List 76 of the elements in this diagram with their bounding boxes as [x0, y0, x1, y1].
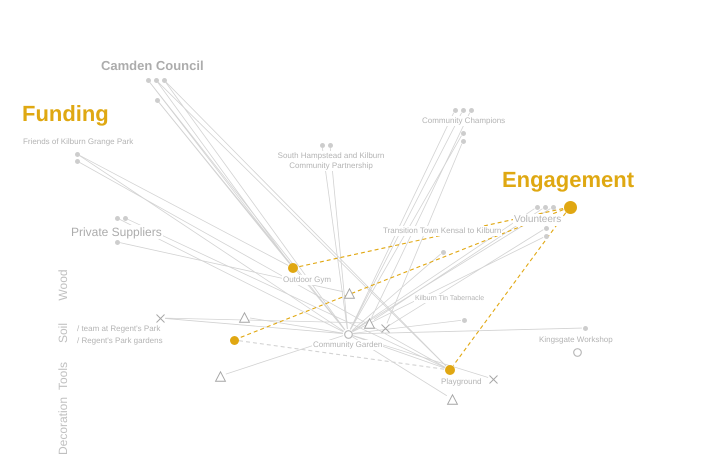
triangle-marker	[344, 288, 354, 298]
highlight-dot	[564, 200, 576, 214]
category-label: Wood	[56, 269, 70, 301]
dot-marker	[468, 108, 474, 112]
connector-line	[330, 148, 348, 330]
section-heading: Engagement	[502, 167, 634, 193]
highlight-dot	[230, 336, 238, 344]
organisation-name: Friends of Kilburn Grange Park	[22, 137, 134, 147]
organisation-name: Community Champions	[421, 116, 506, 126]
connector-line	[352, 320, 462, 334]
category-label: Soil	[56, 323, 70, 343]
dot-marker	[320, 142, 324, 148]
connector-line	[352, 236, 544, 332]
dashed-connector	[452, 212, 566, 366]
connector-line	[164, 318, 344, 334]
dot-marker	[452, 108, 458, 112]
cross-marker	[380, 324, 390, 332]
connector-line	[79, 162, 446, 368]
site-name: Outdoor Gym	[282, 275, 332, 285]
triangle-marker	[238, 312, 250, 322]
dot-marker	[122, 216, 128, 220]
dot-marker	[328, 142, 332, 148]
highlight-dot	[445, 365, 455, 375]
dot-marker	[162, 78, 166, 82]
site-name: Community Garden	[312, 340, 384, 350]
dot-marker	[146, 78, 150, 82]
dashed-connector	[238, 209, 564, 339]
ring-marker	[572, 348, 582, 356]
connector-line	[352, 328, 582, 334]
dot-marker	[114, 216, 120, 220]
dot-marker	[74, 152, 80, 156]
dot-marker	[460, 108, 466, 112]
triangle-marker	[214, 370, 226, 382]
organisation-name: Transition Town Kensal to Kilburn	[382, 226, 502, 236]
dot-marker	[154, 78, 158, 82]
connector-line	[127, 218, 446, 368]
connector-line	[374, 208, 543, 320]
dot-marker	[460, 130, 466, 136]
dot-marker	[440, 250, 446, 254]
organisation-name: Volunteers	[513, 214, 562, 226]
dot-marker	[550, 204, 556, 210]
connector-line	[352, 335, 489, 378]
triangle-marker	[364, 318, 374, 328]
category-label: Tools	[56, 362, 70, 390]
triangle-marker	[446, 394, 458, 404]
supplier-item: / Regent's Park gardens	[77, 336, 163, 346]
dot-marker	[542, 204, 548, 210]
ring-marker	[344, 330, 352, 338]
dot-marker	[154, 98, 160, 102]
connector-line	[322, 148, 348, 330]
connector-line	[386, 143, 462, 324]
dot-marker	[460, 138, 466, 144]
connector-line	[351, 254, 442, 332]
connector-line	[371, 112, 470, 318]
dot-marker	[534, 204, 540, 210]
supplier-item: / team at Regent's Park	[77, 324, 160, 334]
connector-line	[250, 318, 344, 334]
category-label: Decoration	[56, 396, 70, 456]
connector-line	[79, 155, 288, 266]
cross-marker	[156, 314, 164, 322]
dot-marker	[582, 326, 588, 330]
dashed-connector	[238, 340, 445, 370]
connector-line	[164, 318, 364, 324]
dot-marker	[74, 158, 80, 164]
dot-marker	[544, 234, 548, 238]
highlight-dot	[288, 263, 298, 273]
dot-marker	[544, 226, 548, 230]
dot-marker	[114, 240, 120, 244]
organisation-name: Private Suppliers	[70, 225, 163, 239]
dot-marker	[462, 318, 466, 322]
cross-marker	[488, 374, 498, 384]
section-heading: Funding	[22, 101, 109, 127]
organisation-name: Kingsgate Workshop	[538, 335, 614, 345]
connector-line	[79, 155, 344, 332]
site-name: Playground	[440, 377, 482, 387]
connector-line	[388, 229, 544, 326]
